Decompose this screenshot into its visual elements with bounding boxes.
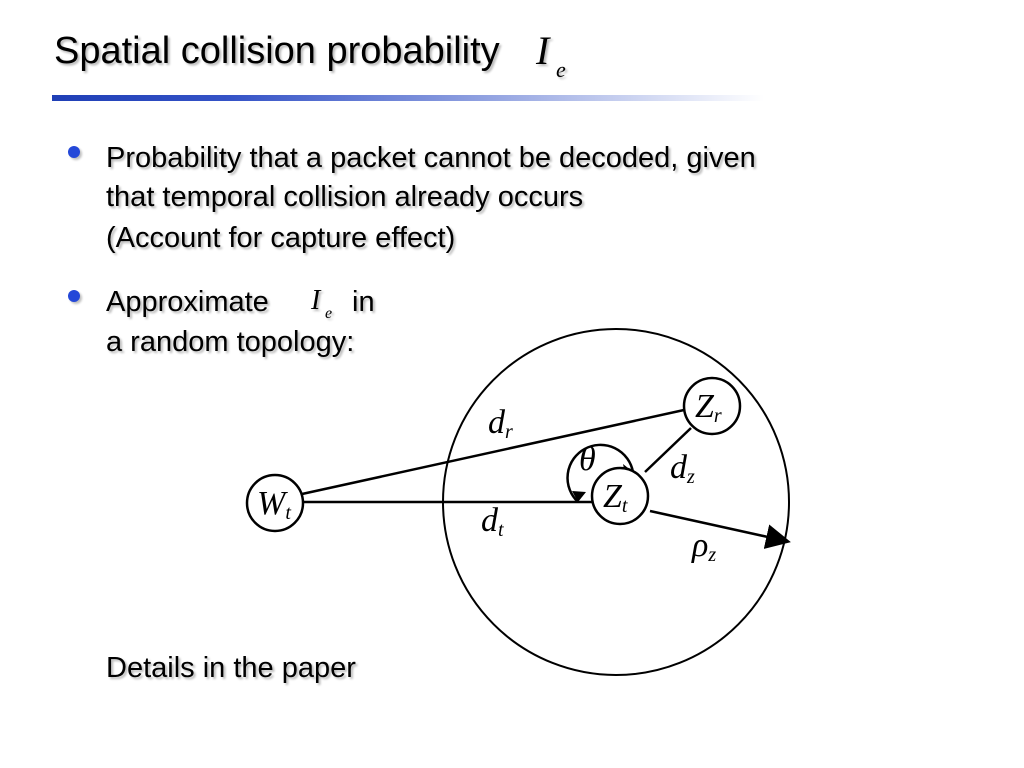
- node-zt-label: Zt: [603, 478, 628, 517]
- label-dz: dz: [670, 449, 695, 488]
- slide-title: Spatial collision probability: [54, 30, 500, 72]
- bullet-2-text-start: Approximate: [106, 286, 269, 318]
- node-zt: [590, 466, 650, 526]
- title-symbol: I: [536, 28, 550, 73]
- title-symbol-subscript: e: [556, 57, 566, 82]
- bullet-2-text-in: in: [352, 286, 375, 318]
- bullet-2-symbol-subscript: e: [325, 305, 333, 322]
- node-zr: [682, 376, 742, 436]
- label-theta: θ: [579, 441, 596, 478]
- radius-arrow: [649, 509, 791, 549]
- bullet-2-line-2: a random topology:: [106, 326, 355, 358]
- label-dt: dt: [481, 502, 504, 541]
- coverage-circle: [442, 328, 790, 676]
- bullet-2-symbol: I: [311, 285, 321, 316]
- node-zr-label: Zr: [695, 388, 722, 427]
- bullet-1-line-2: that temporal collision already occurs: [106, 181, 584, 213]
- node-wt-label: Wt: [257, 485, 291, 524]
- line-wt-to-zr: [301, 408, 685, 496]
- angle-arrowhead-top: [623, 464, 633, 478]
- node-wt: [245, 473, 305, 533]
- label-rho-z: ρz: [691, 527, 716, 566]
- bullet-1-line-3: (Account for capture effect): [106, 222, 456, 254]
- title-underline: [52, 95, 764, 101]
- bullet-dot-2: [68, 290, 80, 302]
- angle-arrowhead-bottom: [572, 491, 586, 502]
- bullet-dot-1: [68, 146, 80, 158]
- label-dr: dr: [488, 404, 513, 443]
- bullet-1-line-1: Probability that a packet cannot be deco…: [106, 142, 756, 174]
- line-zt-to-zr: [644, 427, 692, 473]
- footer-note: Details in the paper: [106, 652, 356, 684]
- angle-arc-theta: [566, 443, 635, 503]
